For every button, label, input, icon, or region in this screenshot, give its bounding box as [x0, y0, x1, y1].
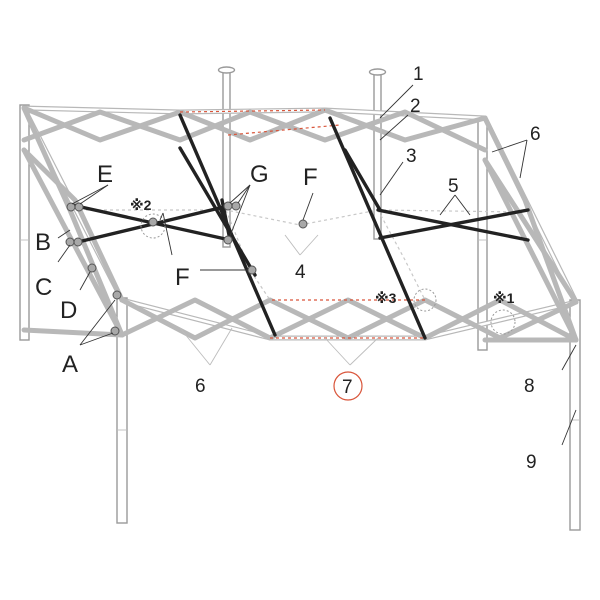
part-label-1: 1	[413, 64, 424, 85]
pole-cap-right	[368, 68, 387, 76]
red-highlight-links	[179, 109, 425, 339]
joint-f-top	[298, 219, 308, 229]
red-link-back	[179, 109, 326, 113]
joint-d	[87, 263, 97, 273]
joint-label-f-upper: F	[303, 164, 318, 191]
joint-letter-labels: A B C D E F F G	[35, 161, 318, 378]
joint-a2	[110, 326, 120, 336]
red-link-back-2	[227, 124, 341, 136]
joint-g1	[223, 201, 233, 211]
leg-back-left	[19, 104, 30, 341]
joint-e1	[66, 202, 76, 212]
joint-label-c: C	[35, 274, 52, 301]
joint-c2	[73, 237, 83, 247]
cross-bars	[70, 113, 530, 340]
joint-g2	[231, 201, 241, 211]
joint-label-e: E	[97, 161, 113, 188]
joint-label-d: D	[60, 297, 77, 324]
part-label-4: 4	[295, 262, 306, 283]
detail-mark-1: ※1	[493, 290, 515, 306]
part-label-8: 8	[524, 376, 535, 397]
bar-left-x2	[178, 146, 257, 277]
joint-f-center-left	[148, 217, 158, 227]
center-poles	[217, 66, 387, 248]
part-label-5: 5	[448, 176, 459, 197]
detail-circle-2	[140, 213, 166, 239]
joint-a1	[112, 290, 122, 300]
joint-label-b: B	[35, 229, 51, 256]
bar-right-x2	[343, 148, 382, 212]
joint-f-left	[247, 265, 257, 275]
pole-cap-left	[217, 66, 236, 74]
detail-mark-3: ※3	[375, 290, 397, 306]
part-label-7: 7	[342, 377, 353, 398]
part-label-2: 2	[410, 96, 421, 117]
part-label-9: 9	[526, 452, 537, 473]
detail-circle-1	[490, 309, 516, 335]
joint-e2	[74, 202, 84, 212]
joint-label-g: G	[250, 161, 269, 188]
leg-back-right	[477, 119, 488, 351]
joint-label-f-lower: F	[175, 264, 190, 291]
center-pole-right	[373, 73, 382, 240]
joint-c1	[65, 237, 75, 247]
perimeter-frame	[21, 105, 579, 343]
joint-label-a: A	[62, 351, 78, 378]
detail-mark-2: ※2	[130, 197, 152, 213]
part-7-highlight-circle	[333, 371, 363, 401]
leader-lines	[57, 84, 577, 446]
part-label-3: 3	[406, 146, 417, 167]
part-label-6-left: 6	[195, 376, 206, 397]
detail-mark-labels: ※1 ※2 ※3	[130, 197, 515, 306]
bar-edge-right-2	[378, 208, 530, 240]
part-label-6-right: 6	[530, 124, 541, 145]
joint-g3	[223, 235, 233, 245]
part-number-labels: 1 2 3 4 5 6 6 7 8 9	[195, 64, 541, 473]
detail-circle-3	[413, 288, 437, 312]
detail-circles	[140, 213, 516, 335]
